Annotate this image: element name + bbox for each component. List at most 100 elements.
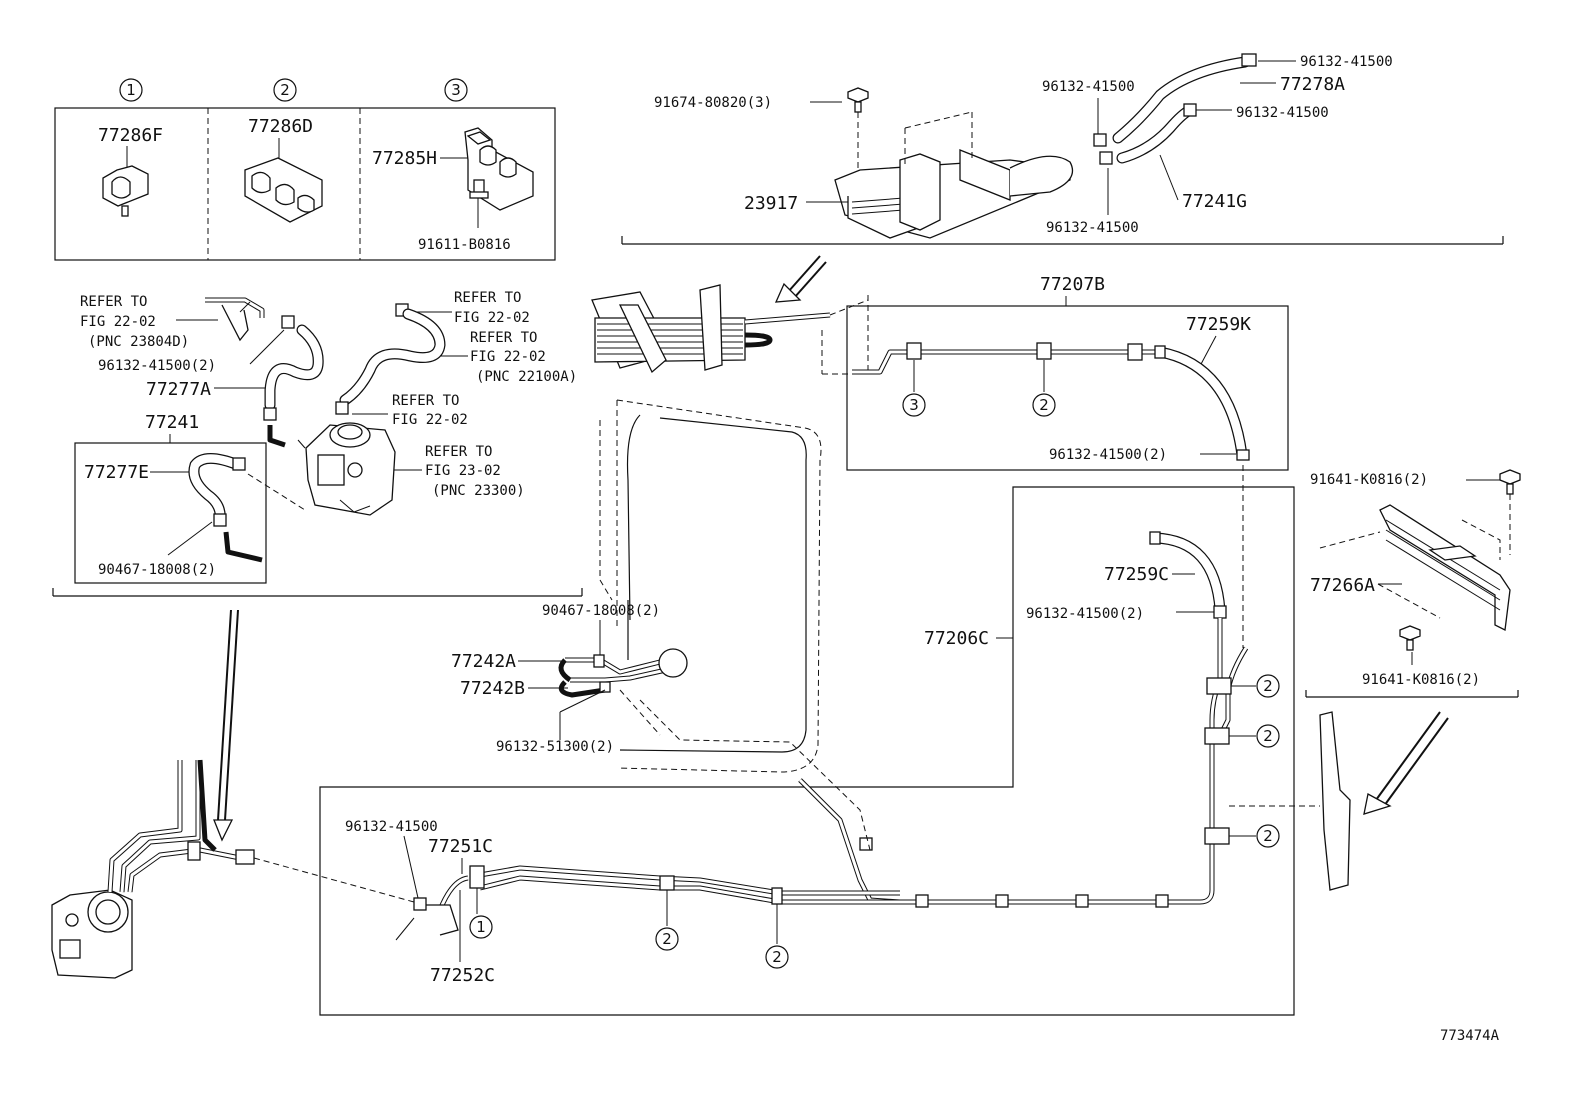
label-90467-18008-left: 90467-18008(2): [98, 562, 216, 578]
clamp-left-icon: [281, 315, 295, 329]
label-23917: 23917: [744, 193, 798, 214]
label-refer4-b: FIG 22-02: [392, 412, 468, 428]
clamp-77286D-drawing: [244, 157, 323, 223]
bracket-77266A-drawing: [1319, 504, 1511, 631]
label-96132-41500-d: 96132-41500: [1046, 220, 1139, 236]
callout-3-box-text: 3: [909, 396, 919, 414]
label-91611-B0816: 91611-B0816: [418, 237, 511, 253]
label-90467-18008-mid: 90467-18008(2): [542, 603, 660, 619]
arrow-lower-right-icon: [1363, 711, 1449, 815]
bolt-91641-bottom-icon: [1399, 625, 1421, 651]
label-77277E: 77277E: [84, 462, 149, 483]
arrow-down-icon: [213, 609, 239, 842]
callout-2-bottom-b: [765, 945, 789, 969]
callout-2-bottom-a: [655, 927, 679, 951]
hose-clamp-icons: [1093, 53, 1257, 165]
bolt-91641-top-icon: [1499, 469, 1521, 495]
callout-2-right-b: [1256, 724, 1280, 748]
center-cooler-drawing: [591, 284, 831, 374]
label-refer3-b: FIG 22-02: [470, 349, 546, 365]
clamp-inset: 1 2 3 77286F 77286D 77285H: [54, 78, 556, 261]
box-77206C-group: 77206C 77259C 96132-41500(2): [319, 486, 1320, 1016]
frame-rail-drawing: [1319, 711, 1351, 891]
label-96132-41500-c: 96132-41500: [1236, 105, 1329, 121]
inset-key-3-text: 3: [451, 81, 461, 99]
label-refer5-b: FIG 23-02: [425, 463, 501, 479]
callout-1-bottom-text: 1: [476, 918, 486, 936]
label-refer5-a: REFER TO: [425, 444, 492, 460]
label-77207B: 77207B: [1040, 274, 1105, 295]
callout-2-bottom-a-text: 2: [662, 930, 672, 948]
box-77207B: [846, 305, 1289, 471]
label-77278A: 77278A: [1280, 74, 1345, 95]
cooler-assembly-group: 91674-80820(3) 23917 96132-41500 96132-4…: [621, 53, 1504, 245]
hose-upper-drawing: [339, 303, 446, 406]
bolt-91674-icon: [847, 87, 869, 113]
inset-key-3: [444, 78, 468, 102]
label-refer4-a: REFER TO: [392, 393, 459, 409]
hose-77242-drawing: [558, 648, 688, 698]
label-refer5-c: (PNC 23300): [432, 483, 525, 499]
callout-2-right-a-text: 2: [1263, 677, 1273, 695]
callout-2-right-b-text: 2: [1263, 727, 1273, 745]
label-96132-51300: 96132-51300(2): [496, 739, 614, 755]
label-96132-41500-mid: 96132-41500(2): [1026, 606, 1144, 622]
lower-pipes-drawing: [107, 759, 255, 893]
label-77242A: 77242A: [451, 651, 516, 672]
label-77286D: 77286D: [248, 116, 313, 137]
pump-23300-drawing: [297, 422, 396, 516]
label-91641-K0816-bottom: 91641-K0816(2): [1362, 672, 1480, 688]
callout-2-box: [1032, 393, 1056, 417]
label-96132-41500-a: 96132-41500: [1042, 79, 1135, 95]
label-77259K: 77259K: [1186, 314, 1251, 335]
bracket-23804D-drawing: [205, 297, 265, 342]
callout-2-bottom-b-text: 2: [772, 948, 782, 966]
label-96132-41500-box: 96132-41500(2): [1049, 447, 1167, 463]
clamp-77286F-drawing: [102, 165, 149, 217]
box-77207B-group: 77207B 77259K 3 2 96132-41500(2): [846, 274, 1289, 471]
label-refer1-b: FIG 22-02: [80, 314, 156, 330]
label-refer2-a: REFER TO: [454, 290, 521, 306]
cooler-23917-drawing: [834, 111, 1074, 239]
label-77206C: 77206C: [924, 628, 989, 649]
label-77277A: 77277A: [146, 379, 211, 400]
center-cooler-group: [591, 255, 869, 375]
label-96132-41500-bottom: 96132-41500: [345, 819, 438, 835]
inset-key-2: [273, 78, 297, 102]
lower-pump-drawing: [51, 889, 133, 979]
label-77285H: 77285H: [372, 148, 437, 169]
label-refer1-a: REFER TO: [80, 294, 147, 310]
label-77259C: 77259C: [1104, 564, 1169, 585]
pump-group: REFER TO FIG 22-02 (PNC 23804D) 96132-41…: [52, 290, 583, 597]
lower-left-group: [51, 609, 415, 979]
callout-3-box: [902, 393, 926, 417]
callout-2-right-c: [1256, 824, 1280, 848]
inset-key-1: [119, 78, 143, 102]
figure-number: 773474A: [1440, 1028, 1500, 1044]
callout-2-right-c-text: 2: [1263, 827, 1273, 845]
label-refer2-b: FIG 22-02: [454, 310, 530, 326]
clamp-77285H-drawing: [464, 127, 534, 211]
label-refer3-a: REFER TO: [470, 330, 537, 346]
label-refer3-c: (PNC 22100A): [476, 369, 577, 385]
callout-2-box-text: 2: [1039, 396, 1049, 414]
callout-2-right-a: [1256, 674, 1280, 698]
label-77251C: 77251C: [428, 836, 493, 857]
arrow-down-left-icon: [774, 255, 827, 303]
inset-key-1-text: 1: [126, 81, 136, 99]
label-77241G: 77241G: [1182, 191, 1247, 212]
bracket-77266A-group: 91641-K0816(2) 77266A 91641-K0816(2): [1305, 469, 1521, 891]
label-96132-41500-b: 96132-41500: [1300, 54, 1393, 70]
hose-77277E-drawing: [188, 453, 263, 563]
pipe-77206C-drawing: [413, 531, 1249, 936]
box-77241: [74, 442, 267, 584]
label-refer1-c: (PNC 23804D): [88, 334, 189, 350]
label-96132-41500-left: 96132-41500(2): [98, 358, 216, 374]
label-91674-80820: 91674-80820(3): [654, 95, 772, 111]
label-77242B: 77242B: [460, 678, 525, 699]
pipe-77207B-drawing: [852, 342, 1250, 461]
label-91641-K0816-top: 91641-K0816(2): [1310, 472, 1428, 488]
label-77241: 77241: [145, 412, 199, 433]
